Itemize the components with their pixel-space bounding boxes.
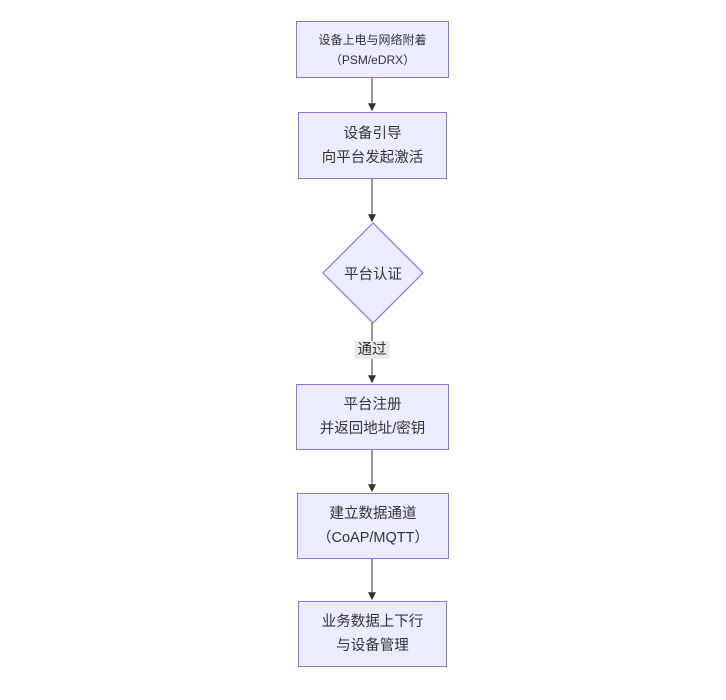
node-platform-register: 平台注册 并返回地址/密钥 bbox=[296, 384, 449, 450]
node-bootstrap-activate: 设备引导 向平台发起激活 bbox=[298, 112, 447, 179]
node-power-on-network-attach: 设备上电与网络附着 （PSM/eDRX） bbox=[296, 21, 449, 78]
decision-platform-auth-label: 平台认证 bbox=[344, 266, 402, 283]
node-data-channel: 建立数据通道 （CoAP/MQTT） bbox=[297, 493, 449, 559]
decision-diamond-shape bbox=[322, 222, 424, 324]
edge-label-pass: 通过 bbox=[354, 341, 390, 359]
node-business-data-management: 业务数据上下行 与设备管理 bbox=[298, 601, 447, 667]
